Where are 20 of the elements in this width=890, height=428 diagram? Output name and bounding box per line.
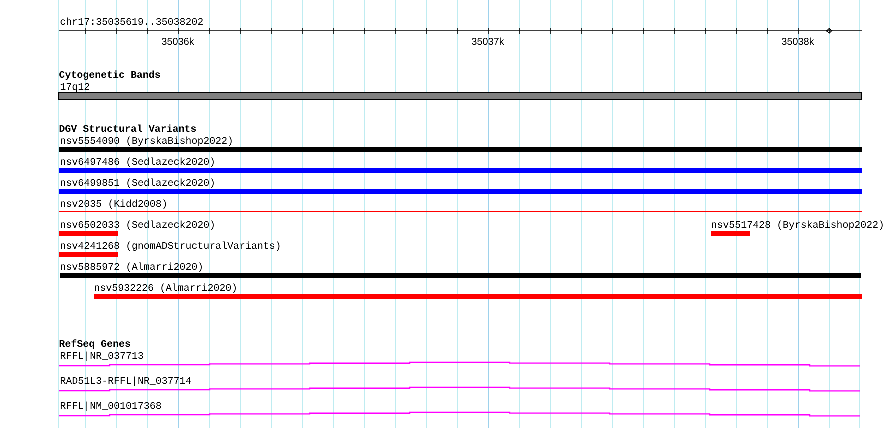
variant-label: nsv5554090 (ByrskaBishop2022) bbox=[61, 136, 232, 146]
variant-label: nsv2035 (Kidd2008) bbox=[61, 200, 166, 210]
track-heading: Cytogenetic Bands bbox=[60, 70, 160, 80]
variant-label: nsv5885972 (Almarri2020) bbox=[61, 262, 202, 272]
ruler-title: chr17:35035619..35038202 bbox=[60, 18, 203, 26]
variant-label: nsv5517428 (ByrskaBishop2022) bbox=[712, 220, 883, 230]
gene-label: RAD51L3-RFFL|NR_037714 bbox=[60, 376, 192, 386]
band-label: 17q12 bbox=[60, 83, 90, 92]
gene-label: RFFL|NR_037713 bbox=[60, 352, 144, 362]
gene-label: RFFL|NM_001017368 bbox=[60, 402, 162, 412]
variant-label: nsv6502033 (Sedlazeck2020) bbox=[61, 220, 214, 230]
tick-label: 35036k bbox=[162, 38, 194, 46]
variant-label: nsv5932226 (Almarri2020) bbox=[95, 284, 236, 294]
variant-label: nsv6499851 (Sedlazeck2020) bbox=[61, 178, 214, 188]
track-heading: DGV Structural Variants bbox=[60, 124, 196, 132]
variant-label: nsv4241268 (gnomADStructuralVariants) bbox=[61, 242, 280, 252]
tick-label: 35037k bbox=[472, 38, 504, 46]
variant-label: nsv6497486 (Sedlazeck2020) bbox=[61, 158, 214, 168]
track-heading: RefSeq Genes bbox=[60, 340, 130, 350]
tick-label: 35038k bbox=[782, 38, 814, 46]
